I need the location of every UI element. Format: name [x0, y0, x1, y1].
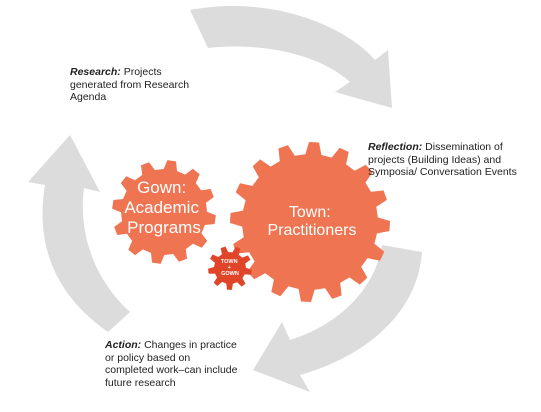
gear-center-line1: TOWN: [221, 259, 238, 265]
gear-gown-line3: Programs: [127, 218, 201, 237]
gear-town-line1: Town:: [289, 204, 331, 221]
reflection-stage-title: Reflection:: [368, 141, 423, 153]
gear-gown-line2: Academic: [124, 198, 199, 217]
research-stage-body: Projects generated from Research Agenda: [70, 66, 190, 103]
gear-center-line3: GOWN: [221, 271, 239, 277]
arrow-research-to-reflection: [190, 6, 392, 109]
research-stage-title: Research:: [70, 66, 121, 78]
action-stage-title: Action:: [105, 339, 142, 351]
reflection-stage-body: Dissemination of projects (Building Idea…: [368, 141, 517, 178]
gear-gown-line1: Gown:: [137, 178, 186, 197]
gear-center-line2: +: [228, 265, 231, 271]
gear-center-label: TOWN + GOWN: [221, 259, 239, 277]
gear-gown: [112, 160, 216, 264]
research-stage-text: Research: Projects generated from Resear…: [70, 66, 190, 104]
action-stage-text: Action: Changes in practice or policy ba…: [105, 339, 241, 389]
gear-gown-label: Gown: Academic Programs: [124, 178, 203, 237]
arrow-action-to-research: [28, 135, 130, 332]
gear-town-label: Town: Practitioners: [268, 204, 357, 239]
reflection-stage-text: Reflection: Dissemination of projects (B…: [368, 141, 540, 179]
gear-town: [230, 142, 390, 302]
gear-town-line2: Practitioners: [268, 222, 357, 239]
arrow-reflection-to-action: [253, 245, 422, 392]
gear-town-gown: [208, 246, 252, 290]
action-stage-body: Changes in practice or policy based on c…: [105, 339, 238, 389]
